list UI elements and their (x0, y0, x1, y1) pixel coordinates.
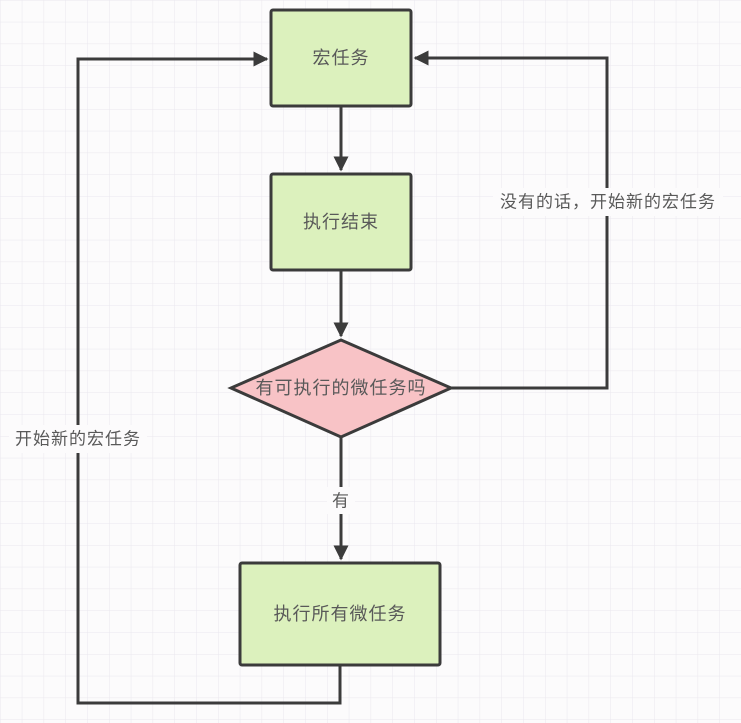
edge-label-loop-back-bg (9, 425, 147, 453)
edge-label-yes-bg (327, 487, 355, 514)
node-execution-end (269, 172, 413, 272)
edge-check-no-to-macrotask (413, 50, 609, 390)
node-execution-end-label: 执行结束 (303, 212, 379, 232)
node-run-all-microtasks (238, 561, 442, 667)
node-run-all-microtasks-label: 执行所有微任务 (274, 604, 407, 624)
node-microtask-check (227, 338, 455, 439)
node-macro-task (269, 8, 413, 108)
edge-label-no-branch: 没有的话，开始新的宏任务 (500, 193, 716, 212)
node-macro-task-label: 宏任务 (313, 48, 370, 68)
edge-label-yes: 有 (332, 492, 350, 511)
node-microtask-check-label: 有可执行的微任务吗 (256, 378, 427, 398)
edge-runmicrotasks-loop-to-macrotask (76, 51, 342, 705)
edge-label-loop-back: 开始新的宏任务 (15, 430, 141, 449)
edge-label-no-branch-bg (493, 188, 723, 216)
